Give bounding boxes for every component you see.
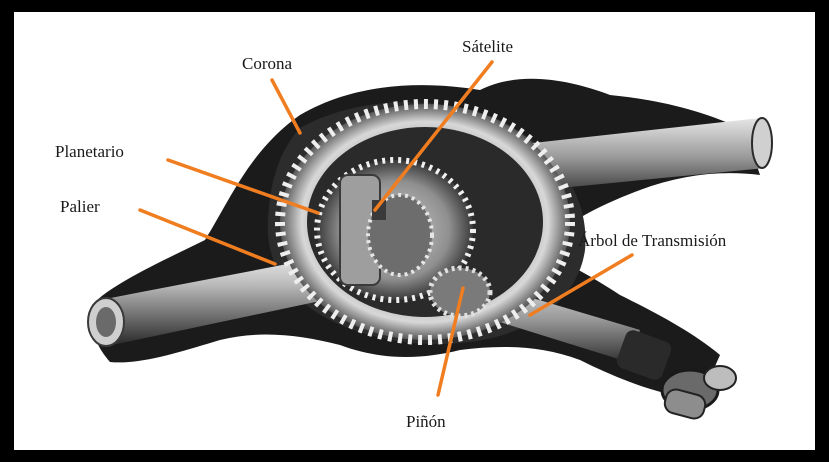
label-pinon: Piñón	[406, 413, 446, 430]
label-planetario: Planetario	[55, 143, 124, 160]
label-satelite: Sátelite	[462, 38, 513, 55]
pinion-gear	[430, 268, 490, 316]
label-arbol: Árbol de Transmisión	[578, 232, 726, 249]
label-corona: Corona	[242, 55, 292, 72]
leader-line-corona	[272, 80, 300, 133]
label-palier: Palier	[60, 198, 100, 215]
